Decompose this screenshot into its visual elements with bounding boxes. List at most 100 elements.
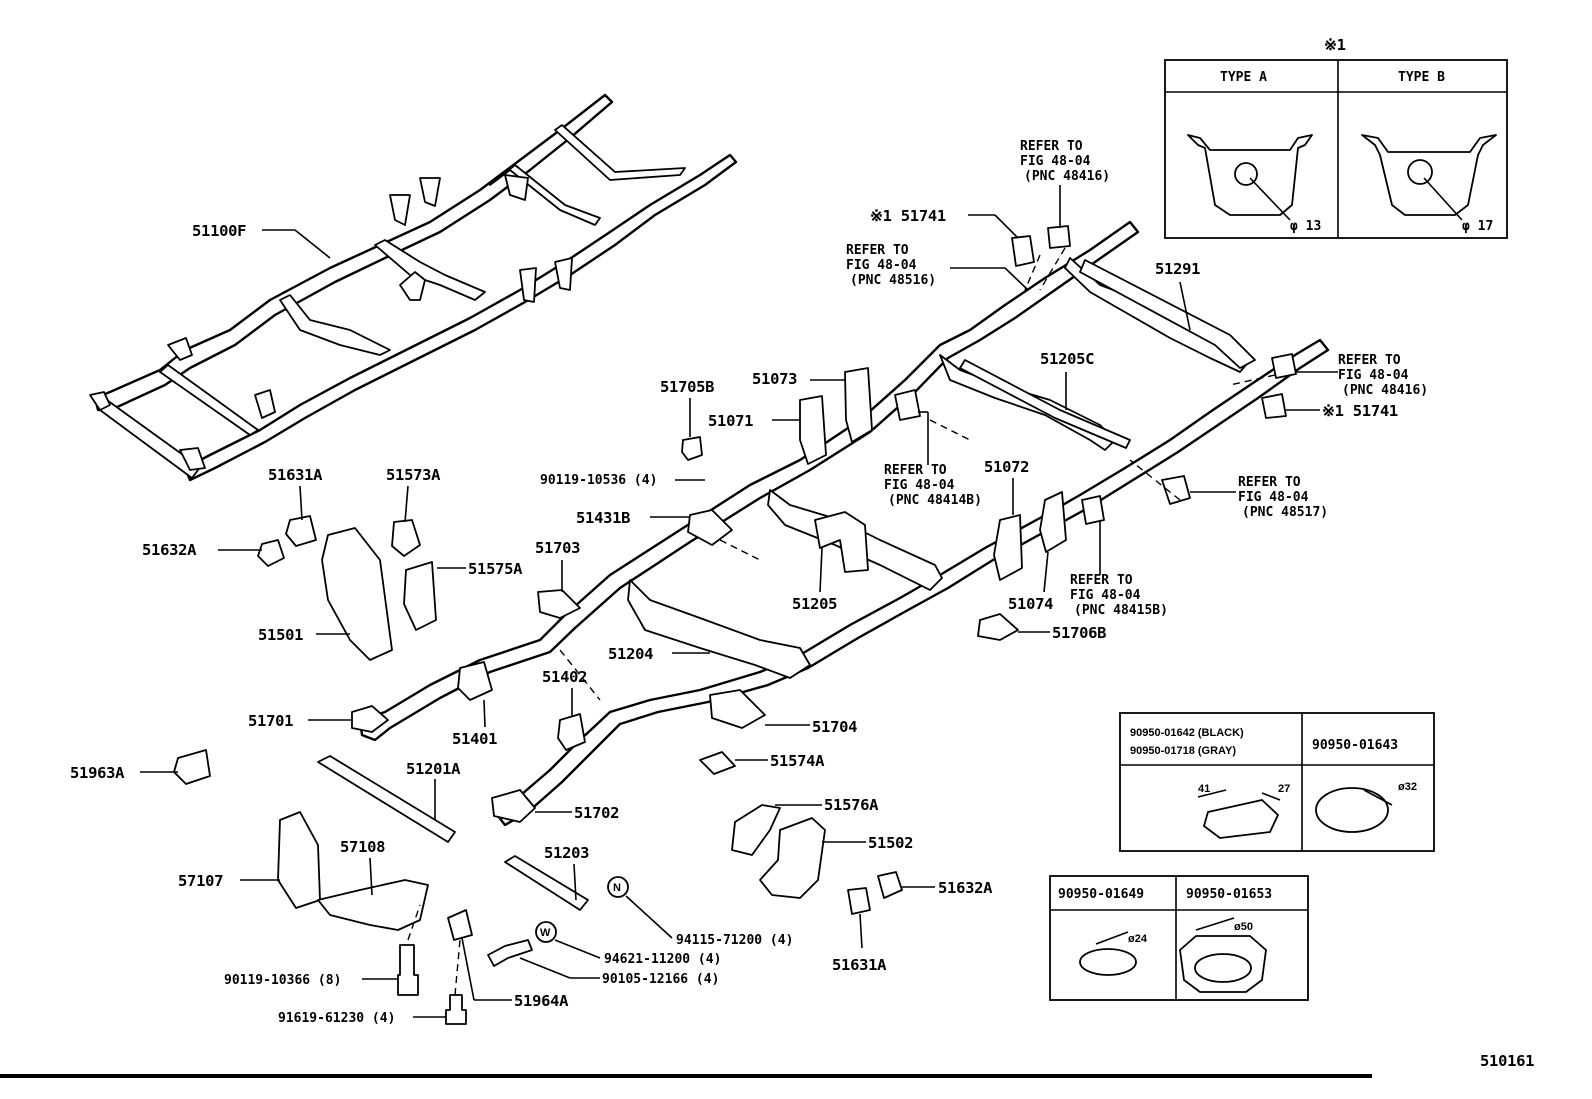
part-51631A-top[interactable] — [285, 515, 317, 547]
svg-text:REFER TO: REFER TO — [1338, 353, 1401, 368]
part-51074[interactable] — [1039, 491, 1067, 553]
part-51575A[interactable] — [403, 561, 437, 631]
plug-round-icon — [1315, 787, 1389, 833]
plug-01649-code: 90950-01649 — [1058, 887, 1144, 902]
label-57107: 57107 — [178, 872, 223, 890]
type-a-header: TYPE A — [1220, 70, 1267, 85]
part-51632A-right[interactable] — [877, 871, 903, 899]
svg-text:(PNC 48416): (PNC 48416) — [1342, 383, 1428, 398]
svg-text:FIG 48-04: FIG 48-04 — [1020, 154, 1091, 169]
part-51704[interactable] — [709, 689, 766, 729]
label-94621-11200: 94621-11200 (4) — [604, 952, 721, 967]
part-51705B[interactable] — [681, 436, 703, 461]
type-b-dim: φ 17 — [1462, 219, 1493, 234]
label-51074: 51074 — [1008, 595, 1053, 613]
part-51576A[interactable] — [731, 804, 781, 856]
label-51964A: 51964A — [514, 992, 569, 1010]
washer-symbol-letter: W — [540, 927, 551, 939]
label-51963A: 51963A — [70, 764, 125, 782]
type-table-title: ※1 — [1324, 36, 1346, 54]
part-57107[interactable] — [277, 811, 321, 909]
svg-text:REFER TO: REFER TO — [1070, 573, 1133, 588]
part-bolt-90119-10366[interactable] — [397, 944, 419, 996]
plug-dim-left: ø24 — [1128, 933, 1148, 945]
ref-48416-right: REFER TO FIG 48-04 (PNC 48416) — [1338, 353, 1428, 398]
type-b-header: TYPE B — [1398, 70, 1445, 85]
part-51964A[interactable] — [447, 909, 473, 941]
label-51631A-top: 51631A — [268, 466, 323, 484]
label-51502: 51502 — [868, 834, 913, 852]
label-51632A-left: 51632A — [142, 541, 197, 559]
label-94115-71200: 94115-71200 (4) — [676, 933, 793, 948]
plug-small-icon — [1079, 948, 1137, 976]
washer-symbol-icon — [535, 921, 557, 943]
label-51576A: 51576A — [824, 796, 879, 814]
part-51574A[interactable] — [699, 751, 736, 775]
label-51705B: 51705B — [660, 378, 714, 396]
part-51201A[interactable] — [317, 755, 456, 843]
part-51205[interactable] — [814, 511, 869, 573]
leader-51100F-b — [294, 229, 331, 259]
label-51431B: 51431B — [576, 509, 630, 527]
frame-assembly-51100F[interactable] — [89, 93, 738, 482]
svg-text:REFER TO: REFER TO — [846, 243, 909, 258]
part-57108[interactable] — [317, 879, 429, 931]
svg-text:FIG 48-04: FIG 48-04 — [846, 258, 917, 273]
svg-text:(PNC 48416): (PNC 48416) — [1024, 169, 1110, 184]
label-90105-12166: 90105-12166 (4) — [602, 972, 719, 987]
part-51291[interactable] — [1079, 259, 1256, 369]
part-51073[interactable] — [844, 367, 873, 443]
plug-gray-code: 90950-01718 (GRAY) — [1130, 745, 1236, 757]
part-51706B[interactable] — [977, 613, 1019, 641]
part-51072[interactable] — [993, 514, 1023, 581]
label-90119-10366: 90119-10366 (8) — [224, 973, 341, 988]
part-51431B[interactable] — [687, 509, 733, 546]
part-pad-48416-right[interactable] — [1271, 353, 1297, 379]
svg-text:(PNC 48414B): (PNC 48414B) — [888, 493, 982, 508]
ref-48517: REFER TO FIG 48-04 (PNC 48517) — [1238, 475, 1328, 520]
part-51502[interactable] — [759, 817, 826, 899]
part-51071[interactable] — [799, 395, 827, 465]
label-51201A: 51201A — [406, 760, 461, 778]
label-51401: 51401 — [452, 730, 497, 748]
part-51402[interactable] — [557, 713, 586, 751]
part-51702[interactable] — [491, 789, 536, 823]
type-b-hole-icon — [1407, 159, 1433, 185]
part-bolt-90105[interactable] — [487, 939, 533, 967]
part-51632A-left[interactable] — [257, 539, 285, 567]
label-51204: 51204 — [608, 645, 653, 663]
part-51631A-right[interactable] — [847, 887, 871, 915]
nut-symbol-icon — [607, 876, 629, 898]
ref-48415B: REFER TO FIG 48-04 (PNC 48415B) — [1070, 573, 1168, 618]
part-51203[interactable] — [504, 855, 589, 911]
plug-dim-w: 41 — [1198, 783, 1210, 795]
label-90119-10536: 90119-10536 (4) — [540, 473, 657, 488]
part-51741-top[interactable] — [1011, 235, 1035, 267]
part-51703[interactable] — [537, 589, 581, 619]
part-48517[interactable] — [1161, 475, 1191, 505]
svg-text:FIG 48-04: FIG 48-04 — [1070, 588, 1141, 603]
part-bolt-91619-61230[interactable] — [445, 994, 467, 1025]
type-table: ※1 TYPE A TYPE B φ 13 φ 17 — [1164, 36, 1508, 239]
part-51573A[interactable] — [391, 519, 421, 557]
part-51741-right[interactable] — [1261, 393, 1287, 419]
label-51073: 51073 — [752, 370, 797, 388]
diagram-id: 510161 — [1480, 1052, 1534, 1070]
part-48414B[interactable] — [894, 389, 921, 421]
label-51203: 51203 — [544, 844, 589, 862]
part-51205C[interactable] — [959, 359, 1131, 449]
part-48415B[interactable] — [1081, 495, 1105, 525]
label-51072: 51072 — [984, 458, 1029, 476]
label-51703: 51703 — [535, 539, 580, 557]
part-51963A[interactable] — [173, 749, 211, 785]
part-51701[interactable] — [351, 705, 389, 733]
bottom-rule — [0, 1074, 1372, 1078]
part-51501[interactable] — [321, 527, 393, 661]
label-51205: 51205 — [792, 595, 837, 613]
plug-table-1: 90950-01642 (BLACK) 90950-01718 (GRAY) 9… — [1119, 712, 1435, 852]
part-pad-48416-top[interactable] — [1047, 225, 1071, 249]
ref-48416-top: REFER TO FIG 48-04 (PNC 48416) — [1020, 139, 1110, 184]
svg-text:FIG 48-04: FIG 48-04 — [1338, 368, 1409, 383]
part-51401[interactable] — [457, 661, 493, 701]
